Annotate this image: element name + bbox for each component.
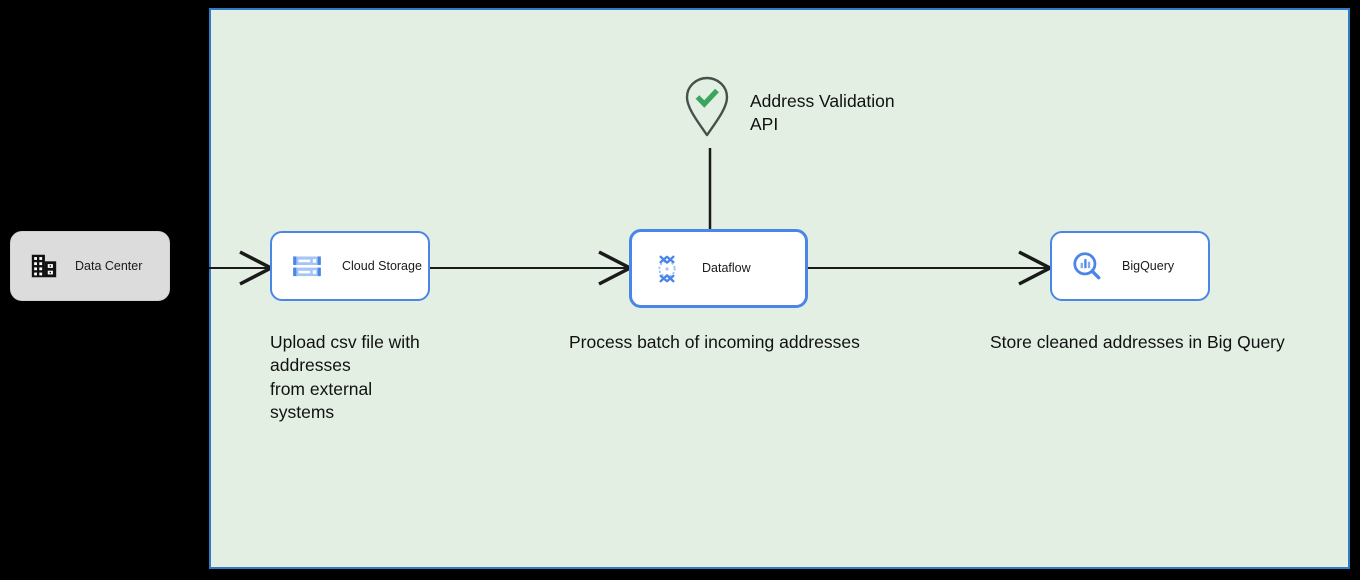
caption-cloud-storage: Upload csv file with addresses from exte… (270, 332, 420, 422)
node-label-data-center: Data Center (75, 259, 143, 273)
api-service-label: Address Validation API (750, 91, 895, 135)
dataflow-icon (658, 255, 676, 282)
node-label-dataflow: Dataflow (702, 261, 751, 275)
caption-dataflow: Process batch of incoming addresses (569, 332, 860, 352)
node-label-bigquery: BigQuery (1122, 258, 1175, 273)
bigquery-icon (1073, 252, 1101, 280)
node-address-validation-api[interactable]: Address Validation API (684, 76, 895, 138)
node-cloud-storage[interactable]: Cloud Storage (270, 231, 430, 301)
node-bigquery[interactable]: BigQuery (1050, 231, 1210, 301)
caption-bigquery: Store cleaned addresses in Big Query (990, 332, 1285, 352)
cloud-storage-icon (293, 256, 321, 277)
node-data-center[interactable]: Data Center (10, 231, 170, 301)
node-dataflow[interactable]: Dataflow (629, 229, 808, 308)
location-pin-check-icon (685, 76, 729, 137)
node-label-cloud-storage: Cloud Storage (342, 258, 422, 273)
data-center-building-icon (31, 254, 57, 278)
